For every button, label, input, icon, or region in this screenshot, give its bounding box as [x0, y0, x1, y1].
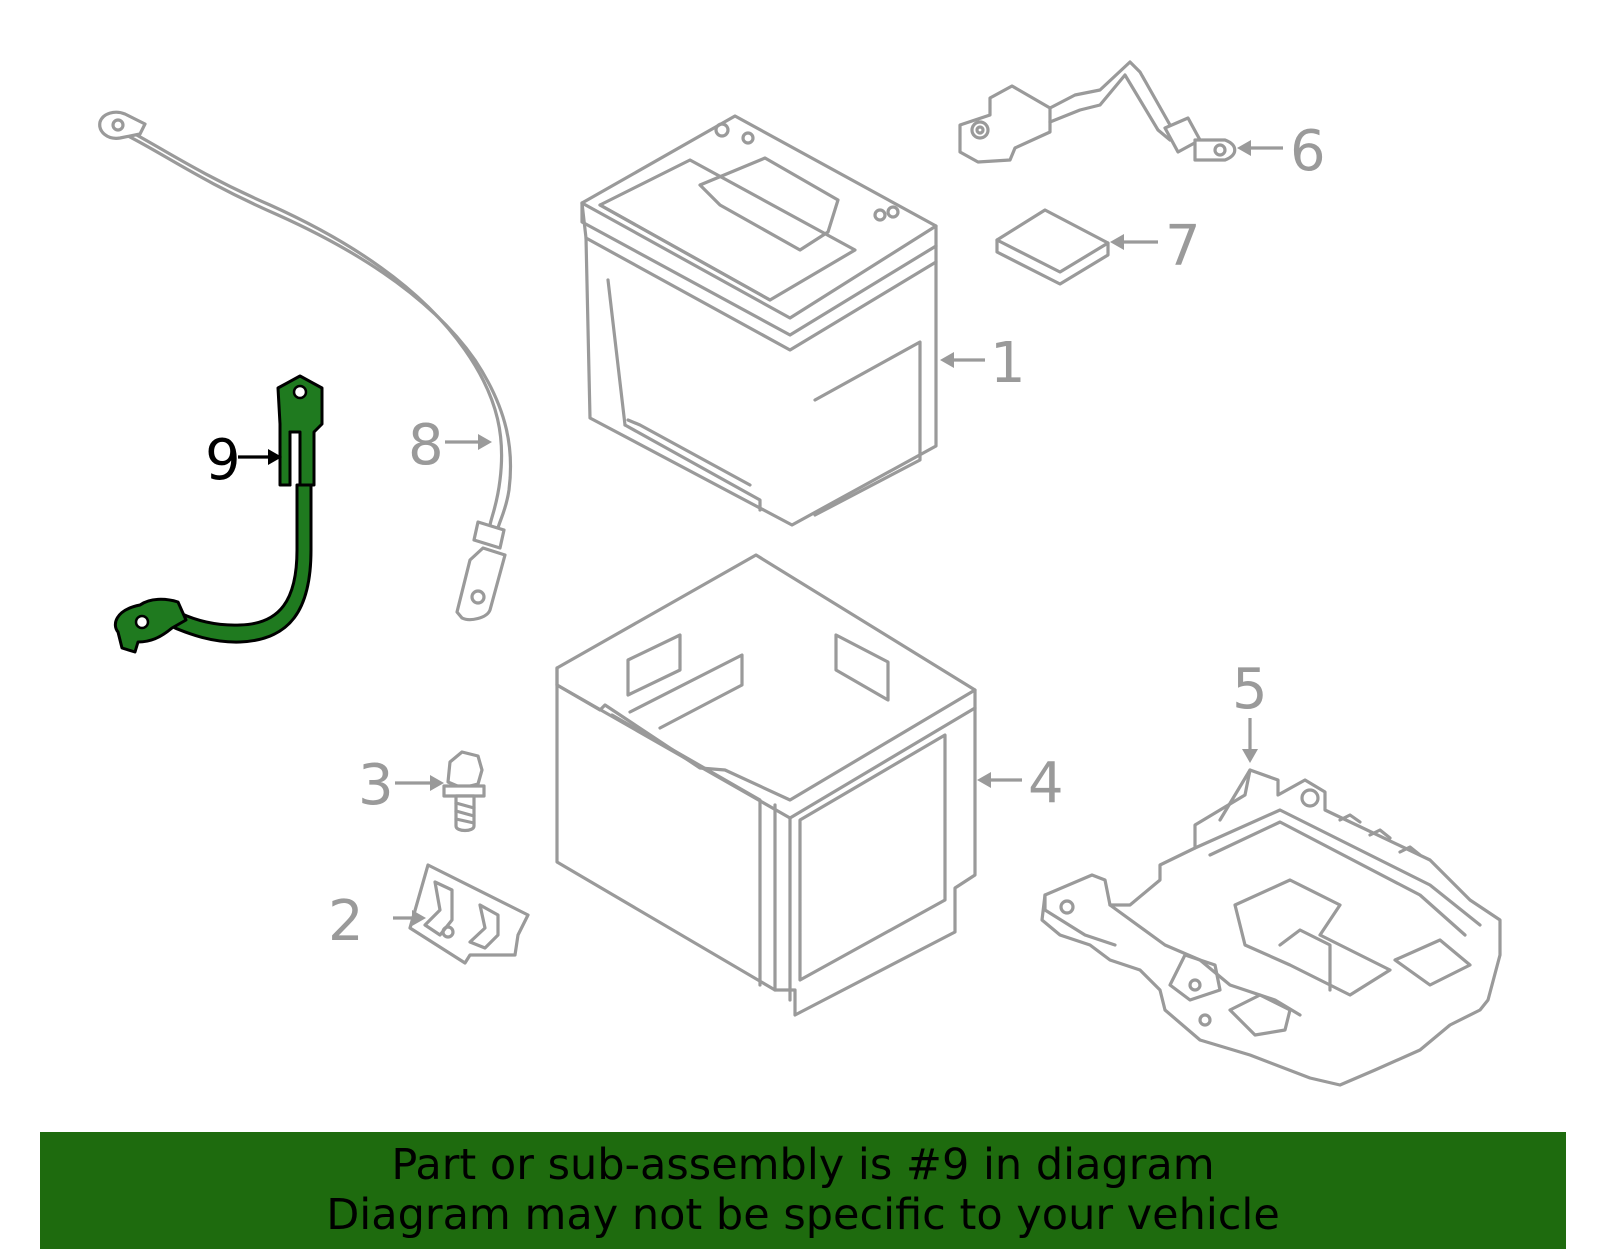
part-4-battery-box[interactable] — [555, 553, 977, 1017]
callout-7: 7 — [1110, 214, 1201, 279]
callout-label-8: 8 — [408, 413, 444, 478]
info-banner: Part or sub-assembly is #9 in diagram Di… — [40, 1132, 1566, 1249]
part-3-bolt[interactable] — [442, 750, 486, 833]
callout-1: 1 — [940, 331, 1026, 396]
part-5-tray-base[interactable] — [1040, 768, 1502, 1087]
callout-5: 5 — [1232, 657, 1268, 763]
callout-label-4: 4 — [1028, 751, 1064, 816]
callout-9: 9 — [205, 428, 282, 493]
callout-label-7: 7 — [1165, 214, 1201, 279]
callout-label-6: 6 — [1290, 119, 1326, 184]
callout-label-9: 9 — [205, 428, 241, 493]
banner-line-1: Part or sub-assembly is #9 in diagram — [391, 1140, 1215, 1190]
part-1-battery[interactable] — [580, 114, 938, 527]
callout-6: 6 — [1237, 119, 1326, 184]
callout-8: 8 — [408, 413, 492, 478]
part-7-pad[interactable] — [995, 208, 1110, 286]
callout-3: 3 — [358, 753, 444, 818]
callout-label-5: 5 — [1232, 657, 1268, 722]
callout-label-1: 1 — [990, 331, 1026, 396]
callout-label-3: 3 — [358, 753, 394, 818]
part-2-bracket[interactable] — [408, 863, 530, 965]
parts-diagram: 1 2 3 4 5 6 7 8 9 — [98, 60, 1502, 1087]
callout-4: 4 — [977, 751, 1064, 816]
callout-label-2: 2 — [328, 889, 364, 954]
banner-line-2: Diagram may not be specific to your vehi… — [326, 1190, 1280, 1240]
part-6-battery-sensor[interactable] — [958, 60, 1237, 164]
callout-2: 2 — [328, 889, 426, 954]
part-9-highlighted-cable[interactable] — [113, 374, 324, 654]
part-8-battery-cable[interactable] — [98, 110, 513, 622]
